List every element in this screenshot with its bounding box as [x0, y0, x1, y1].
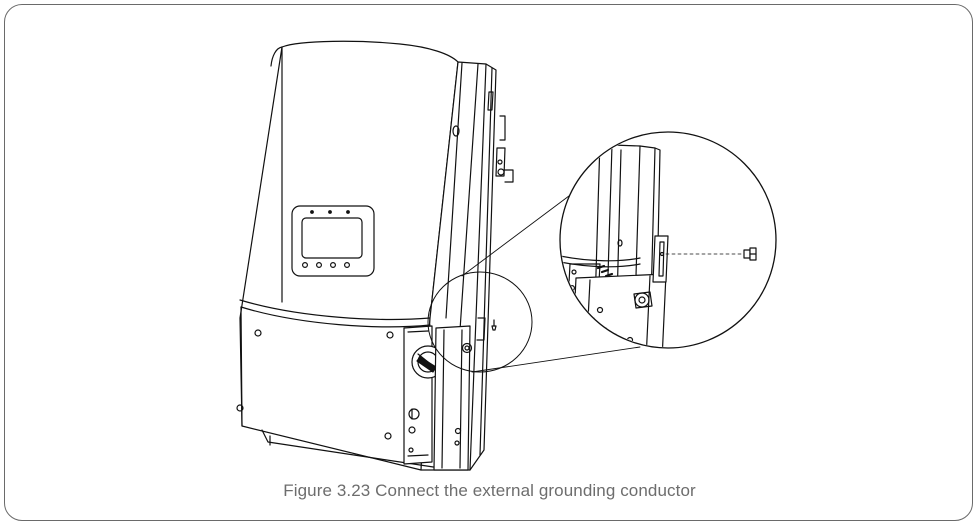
figure-caption: Figure 3.23 Connect the external groundi…: [283, 481, 696, 500]
inverter-body: [236, 40, 514, 471]
display-panel: [291, 205, 375, 277]
grounding-screw-icon: [743, 247, 757, 261]
figure-frame: [4, 4, 973, 521]
grounding-bracket: [433, 317, 497, 471]
